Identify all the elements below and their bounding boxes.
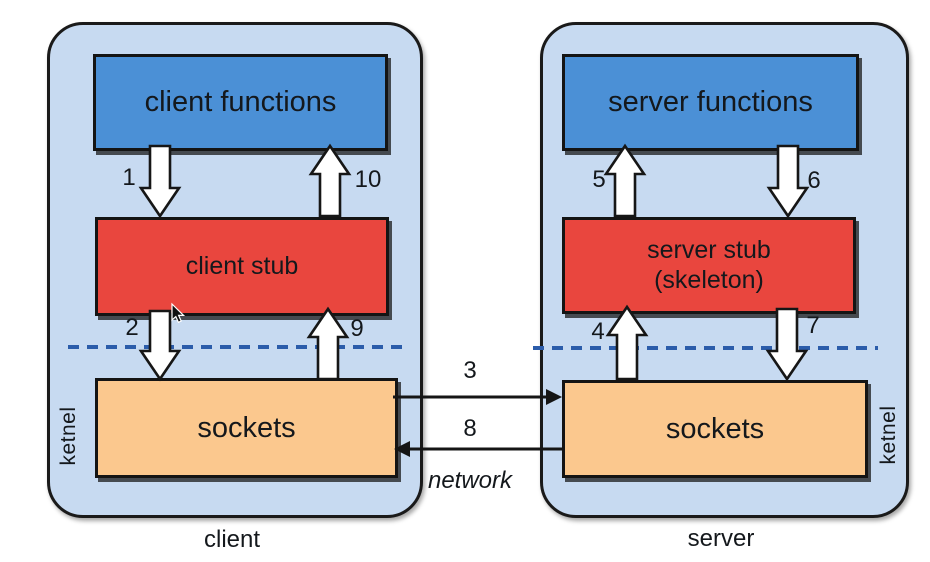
client-kernel-label: ketnel <box>57 406 80 466</box>
server-sockets-label: sockets <box>665 412 765 445</box>
step-7-label: 7 <box>806 312 820 339</box>
server-functions-label: server functions <box>608 86 813 119</box>
client-machine-title: client <box>203 526 261 553</box>
client-sockets-label: sockets <box>197 411 296 444</box>
server-functions-box: server functions <box>562 54 859 151</box>
step-6-label: 6 <box>807 167 821 194</box>
client-sockets-box: sockets <box>95 378 398 478</box>
step-4-label: 4 <box>591 318 605 345</box>
step-8-label: 8 <box>463 415 477 442</box>
server-stub-box: server stub (skeleton) <box>562 217 856 314</box>
step-2-label: 2 <box>125 314 139 341</box>
server-stub-label: server stub (skeleton) <box>647 236 771 294</box>
step-10-label: 10 <box>354 166 382 193</box>
step-1-label: 1 <box>122 164 136 191</box>
step-5-label: 5 <box>592 166 606 193</box>
network-label: network <box>427 467 513 494</box>
step-3-label: 3 <box>463 357 477 384</box>
server-sockets-box: sockets <box>562 380 868 478</box>
client-stub-label: client stub <box>185 251 299 280</box>
server-machine-title: server <box>687 525 755 552</box>
client-functions-label: client functions <box>144 86 337 119</box>
step-9-label: 9 <box>350 315 364 342</box>
client-functions-box: client functions <box>93 54 388 151</box>
client-stub-box: client stub <box>95 217 389 316</box>
server-kernel-label: ketnel <box>877 405 900 465</box>
